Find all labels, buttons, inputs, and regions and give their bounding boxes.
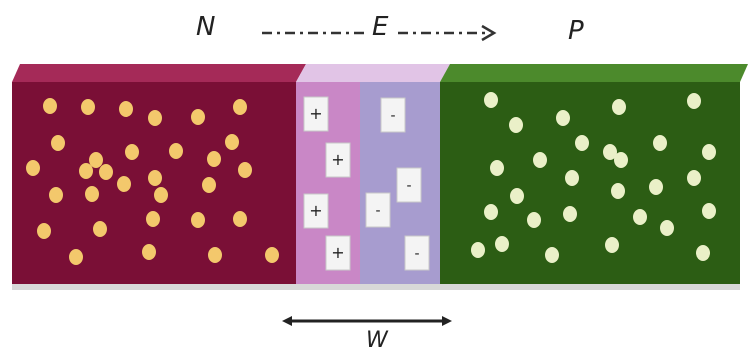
depletion-width-arrow	[282, 316, 452, 326]
electron	[148, 110, 162, 126]
p-region-top-face	[440, 64, 748, 82]
electron	[265, 247, 279, 263]
n-region-electrons	[26, 98, 279, 265]
electron	[99, 164, 113, 180]
ion-symbol: -	[414, 246, 419, 262]
hole	[702, 144, 716, 160]
electron	[202, 177, 216, 193]
hole	[495, 236, 509, 252]
electron	[81, 99, 95, 115]
hole	[687, 170, 701, 186]
electron	[117, 176, 131, 192]
electron	[93, 221, 107, 237]
electric-field-label: E	[372, 12, 389, 42]
hole	[575, 135, 589, 151]
hole	[605, 237, 619, 253]
ion-symbol: +	[309, 201, 322, 220]
ion-symbol: -	[375, 203, 380, 219]
hole	[660, 220, 674, 236]
negative-ion: -	[365, 192, 391, 228]
ion-symbol: +	[331, 243, 344, 262]
negative-ion: -	[396, 167, 422, 203]
positive-ion: +	[325, 235, 351, 271]
electron	[146, 211, 160, 227]
electron	[208, 247, 222, 263]
positive-ion: +	[303, 96, 329, 132]
electron	[49, 187, 63, 203]
p-region-holes	[471, 92, 716, 263]
n-region-top-face	[12, 64, 306, 82]
hole	[687, 93, 701, 109]
hole	[633, 209, 647, 225]
hole	[510, 188, 524, 204]
electron	[233, 211, 247, 227]
hole	[545, 247, 559, 263]
electron	[148, 170, 162, 186]
positive-ion: +	[325, 142, 351, 178]
electron	[37, 223, 51, 239]
hole	[603, 144, 617, 160]
hole	[649, 179, 663, 195]
electron	[26, 160, 40, 176]
ion-symbol: +	[331, 150, 344, 169]
electric-field-arrow	[262, 24, 497, 42]
ion-symbol: -	[406, 178, 411, 194]
p-region-label: P	[568, 16, 584, 46]
hole	[653, 135, 667, 151]
hole	[484, 204, 498, 220]
electron	[191, 109, 205, 125]
depletion-width-label: W	[366, 328, 388, 353]
negative-ion: -	[380, 97, 406, 133]
electron	[207, 151, 221, 167]
electron	[119, 101, 133, 117]
electron	[89, 152, 103, 168]
hole	[490, 160, 504, 176]
electron	[238, 162, 252, 178]
hole	[612, 99, 626, 115]
hole	[471, 242, 485, 258]
hole	[563, 206, 577, 222]
hole	[527, 212, 541, 228]
hole	[696, 245, 710, 261]
electron	[169, 143, 183, 159]
electron	[51, 135, 65, 151]
hole	[611, 183, 625, 199]
hole	[484, 92, 498, 108]
ion-symbol: -	[390, 108, 395, 124]
negative-ion: -	[404, 235, 430, 271]
positive-ion: +	[303, 193, 329, 229]
electron	[125, 144, 139, 160]
electron	[85, 186, 99, 202]
depletion-top-face	[296, 64, 450, 82]
electron	[225, 134, 239, 150]
n-region-label: N	[196, 12, 216, 42]
hole	[565, 170, 579, 186]
hole	[702, 203, 716, 219]
depletion-ions: + + + + - - - -	[303, 96, 430, 271]
electron	[142, 244, 156, 260]
electron	[154, 187, 168, 203]
electron	[69, 249, 83, 265]
electron	[43, 98, 57, 114]
hole	[556, 110, 570, 126]
electron	[233, 99, 247, 115]
bottom-shadow	[12, 284, 740, 290]
hole	[509, 117, 523, 133]
hole	[533, 152, 547, 168]
electron	[79, 163, 93, 179]
ion-symbol: +	[309, 104, 322, 123]
electron	[191, 212, 205, 228]
hole	[614, 152, 628, 168]
